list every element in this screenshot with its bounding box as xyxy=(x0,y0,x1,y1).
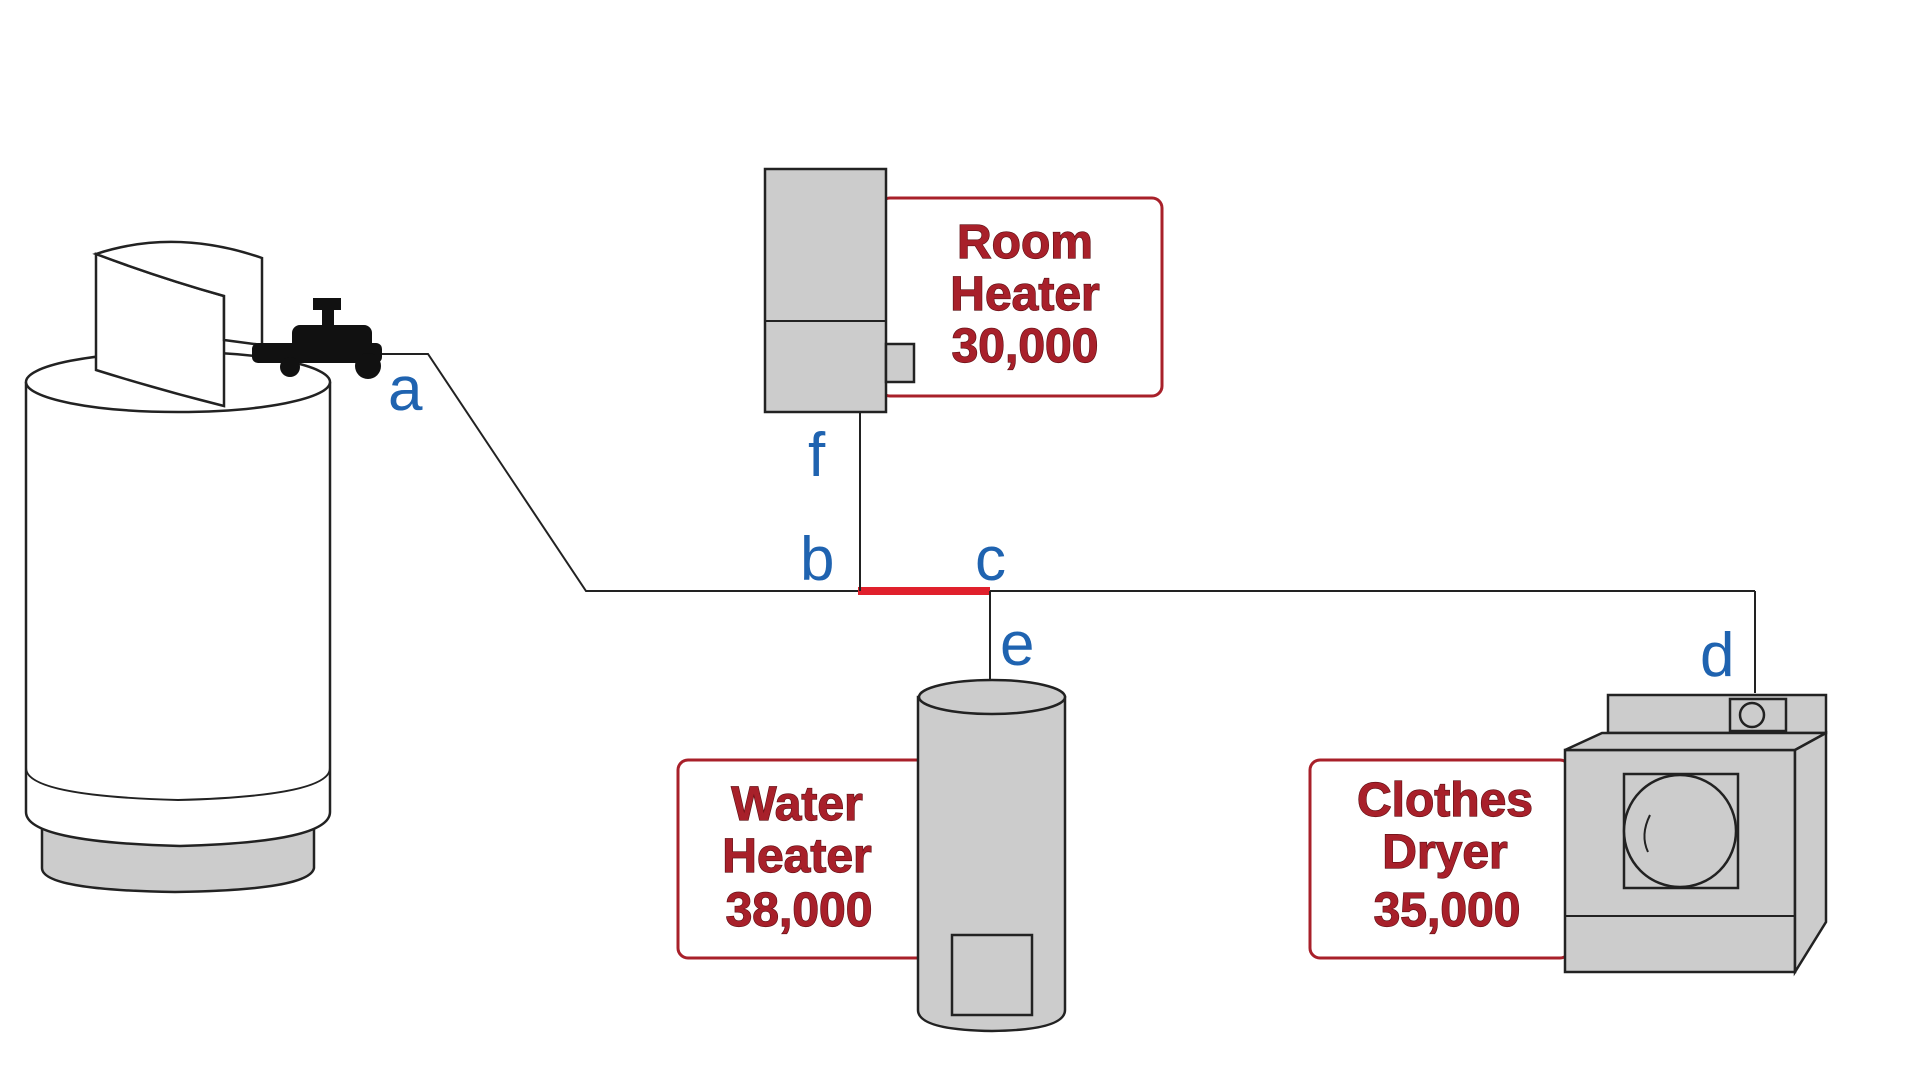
pipe-a-to-b xyxy=(382,353,860,592)
room-heater: Room Heater 30,000 xyxy=(763,167,1164,414)
room-heater-label-1: Room xyxy=(957,216,1093,269)
room-heater-body xyxy=(763,167,888,414)
propane-cylinder xyxy=(24,240,382,894)
clothes-dryer-btu: 35,000 xyxy=(1374,884,1521,937)
clothes-dryer-label-2: Dryer xyxy=(1382,826,1507,879)
clothes-dryer: Clothes Dryer 35,000 xyxy=(1308,693,1828,977)
room-heater-label-2: Heater xyxy=(950,268,1099,321)
water-heater-label-1: Water xyxy=(731,778,863,831)
room-heater-btu: 30,000 xyxy=(952,320,1099,373)
dryer-dial-icon xyxy=(1738,701,1766,729)
cylinder-collar-back xyxy=(92,240,264,347)
water-heater-label-2: Heater xyxy=(722,830,871,883)
dryer-door-icon xyxy=(1622,773,1738,889)
dryer-control-panel xyxy=(1606,693,1828,735)
water-heater: Water Heater 38,000 xyxy=(676,678,1067,1033)
clothes-dryer-label-1: Clothes xyxy=(1357,774,1533,827)
dryer-body-top xyxy=(1564,731,1827,752)
point-label-d: d xyxy=(1700,621,1734,690)
water-heater-top xyxy=(917,678,1067,716)
point-label-c: c xyxy=(975,525,1006,594)
cylinder-body xyxy=(24,382,332,848)
room-heater-control xyxy=(884,342,916,384)
dryer-body-side xyxy=(1793,730,1828,977)
point-label-e: e xyxy=(1000,610,1034,679)
point-label-f: f xyxy=(808,421,826,490)
water-heater-btu: 38,000 xyxy=(726,884,873,937)
gas-piping xyxy=(382,353,1756,693)
point-label-b: b xyxy=(800,525,834,594)
dryer-door-handle xyxy=(1643,814,1651,853)
cylinder-valve-icon xyxy=(252,298,382,379)
point-label-a: a xyxy=(388,355,423,424)
water-heater-access-panel xyxy=(950,933,1034,1017)
cylinder-band xyxy=(25,767,331,802)
